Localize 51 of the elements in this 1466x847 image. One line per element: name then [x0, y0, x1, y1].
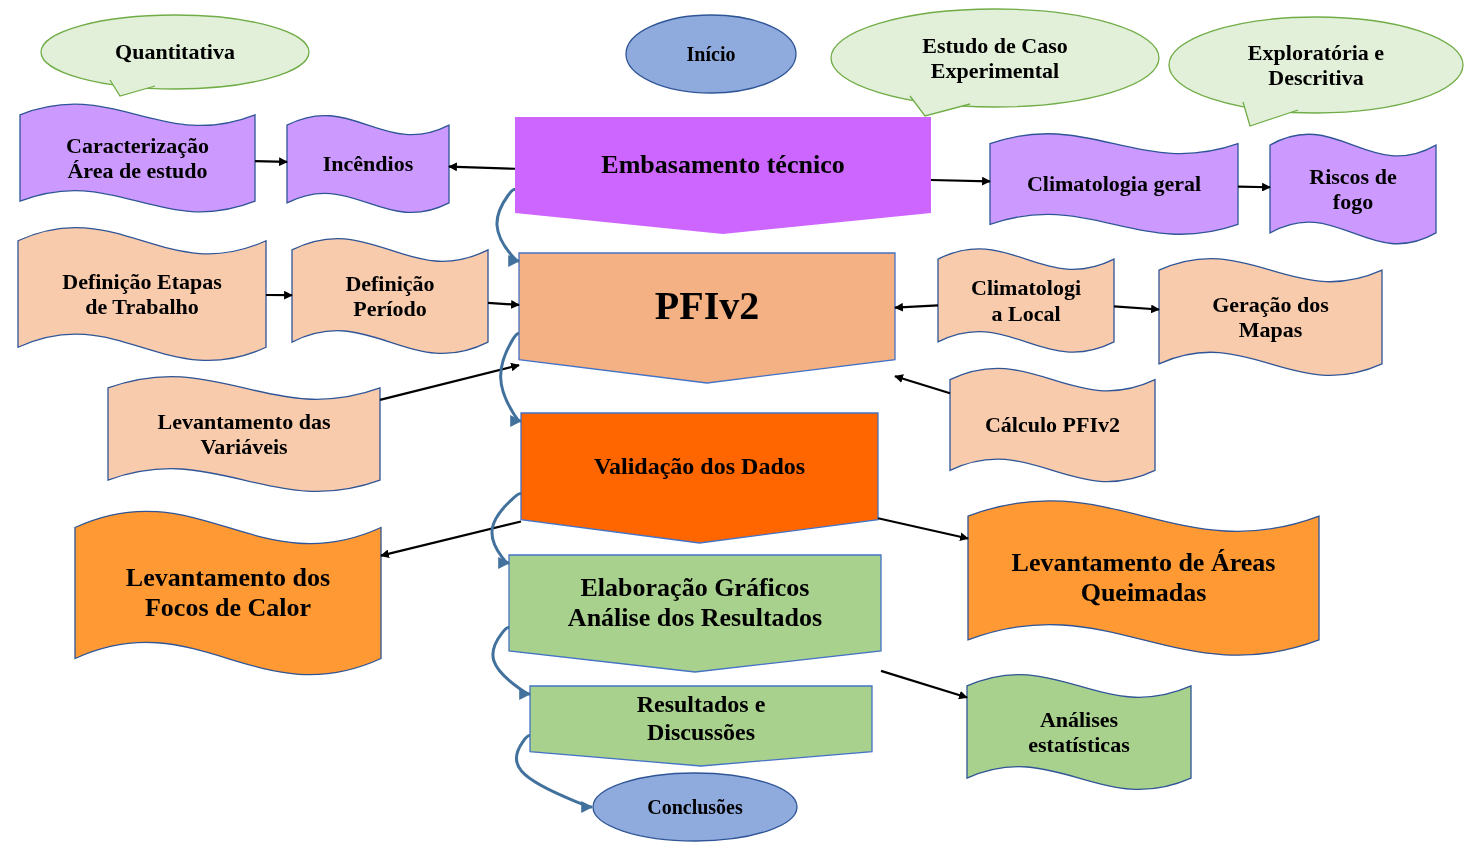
- node-label: Climatologia geral: [1025, 171, 1203, 197]
- node-label: Conclusões: [646, 795, 744, 819]
- node-label: Incêndios: [321, 151, 415, 177]
- node-label: Caracterização Área de estudo: [65, 132, 210, 184]
- speech-bubble: [1168, 16, 1464, 126]
- node-label: Validação dos Dados: [592, 452, 807, 481]
- curved-arrow: [491, 626, 532, 700]
- arrow: [877, 517, 969, 542]
- ellipse: [625, 14, 797, 94]
- arrow: [894, 302, 939, 312]
- node-label: Climatologi a Local: [970, 275, 1082, 326]
- node-label: Riscos de fogo: [1308, 163, 1398, 215]
- node-label: Levantamento das Variáveis: [156, 408, 332, 460]
- arrow: [380, 520, 522, 559]
- node-label: Exploratória e Descritiva: [1246, 39, 1386, 91]
- node-label: Análises estatísticas: [1027, 706, 1131, 758]
- arrow: [1113, 304, 1160, 314]
- node-label: Quantitativa: [114, 39, 236, 65]
- arrow: [266, 290, 293, 300]
- arrow: [254, 157, 288, 167]
- node-label: Início: [685, 42, 737, 66]
- pentagon-box: [521, 413, 878, 543]
- pentagon-box: [509, 555, 881, 672]
- speech-bubble: [830, 8, 1160, 116]
- ellipse: [592, 772, 798, 842]
- arrow: [1237, 182, 1271, 192]
- node-label: Levantamento de Áreas Queimadas: [1010, 548, 1277, 608]
- arrow: [379, 362, 520, 401]
- node-label: Cálculo PFIv2: [983, 412, 1122, 438]
- node-label: Estudo de Caso Experimental: [921, 32, 1069, 84]
- node-label: Definição Período: [344, 270, 436, 322]
- curved-arrow: [490, 492, 522, 569]
- arrow: [487, 300, 520, 309]
- arrow: [880, 669, 968, 700]
- speech-bubble: [40, 14, 310, 96]
- curved-arrow: [495, 188, 521, 267]
- node-label: Resultados e Discussões: [635, 691, 767, 747]
- node-label: Geração dos Mapas: [1211, 291, 1330, 343]
- curved-arrow: [499, 332, 523, 427]
- node-label: PFIv2: [653, 283, 761, 330]
- pentagon-box: [530, 686, 872, 766]
- node-label: Levantamento dos Focos de Calor: [124, 563, 332, 623]
- node-label: Definição Etapas de Trabalho: [61, 268, 223, 320]
- pentagon-box: [515, 117, 931, 234]
- arrow: [894, 374, 951, 395]
- arrow: [930, 176, 991, 186]
- node-label: Embasamento técnico: [600, 150, 846, 180]
- curved-arrow: [514, 734, 594, 813]
- pentagon-box: [519, 253, 895, 383]
- node-label: Elaboração Gráficos Análise dos Resultados: [566, 573, 824, 633]
- arrow: [448, 162, 516, 172]
